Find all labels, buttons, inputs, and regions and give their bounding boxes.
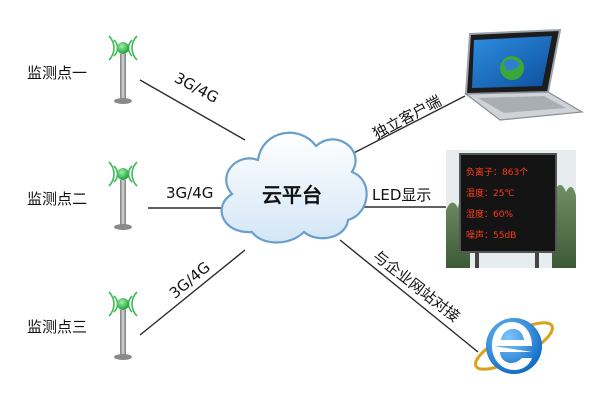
browser-e-icon [474,318,554,374]
station-label-2: 监测点二 [27,190,87,208]
line-station-1 [139,79,246,141]
link-label-3: 3G/4G [166,258,214,302]
led-line-2: 温度：25℃ [466,187,515,199]
station-label-3: 监测点三 [27,318,87,336]
line-station-3 [139,249,246,336]
station-label-1: 监测点一 [27,64,87,82]
link-label-2: 3G/4G [166,184,213,202]
line-client [339,95,466,161]
signal-tower-icon [108,291,138,360]
led-label: LED显示 [372,186,431,204]
signal-tower-icon [108,35,138,104]
client-label: 独立客户端 [370,92,445,143]
link-label-1: 3G/4G [171,69,221,107]
led-line-3: 湿度：60% [466,208,513,220]
line-website [339,239,479,353]
led-display-icon: 负离子：863个 温度：25℃ 湿度：60% 噪声：55dB [446,150,576,268]
connection-lines [139,79,479,353]
signal-tower-icon [108,161,138,230]
cloud-icon [220,131,368,244]
laptop-icon [464,28,584,121]
led-line-1: 负离子：863个 [466,166,528,178]
cloud-label: 云平台 [262,183,322,207]
led-line-4: 噪声：55dB [466,229,516,241]
